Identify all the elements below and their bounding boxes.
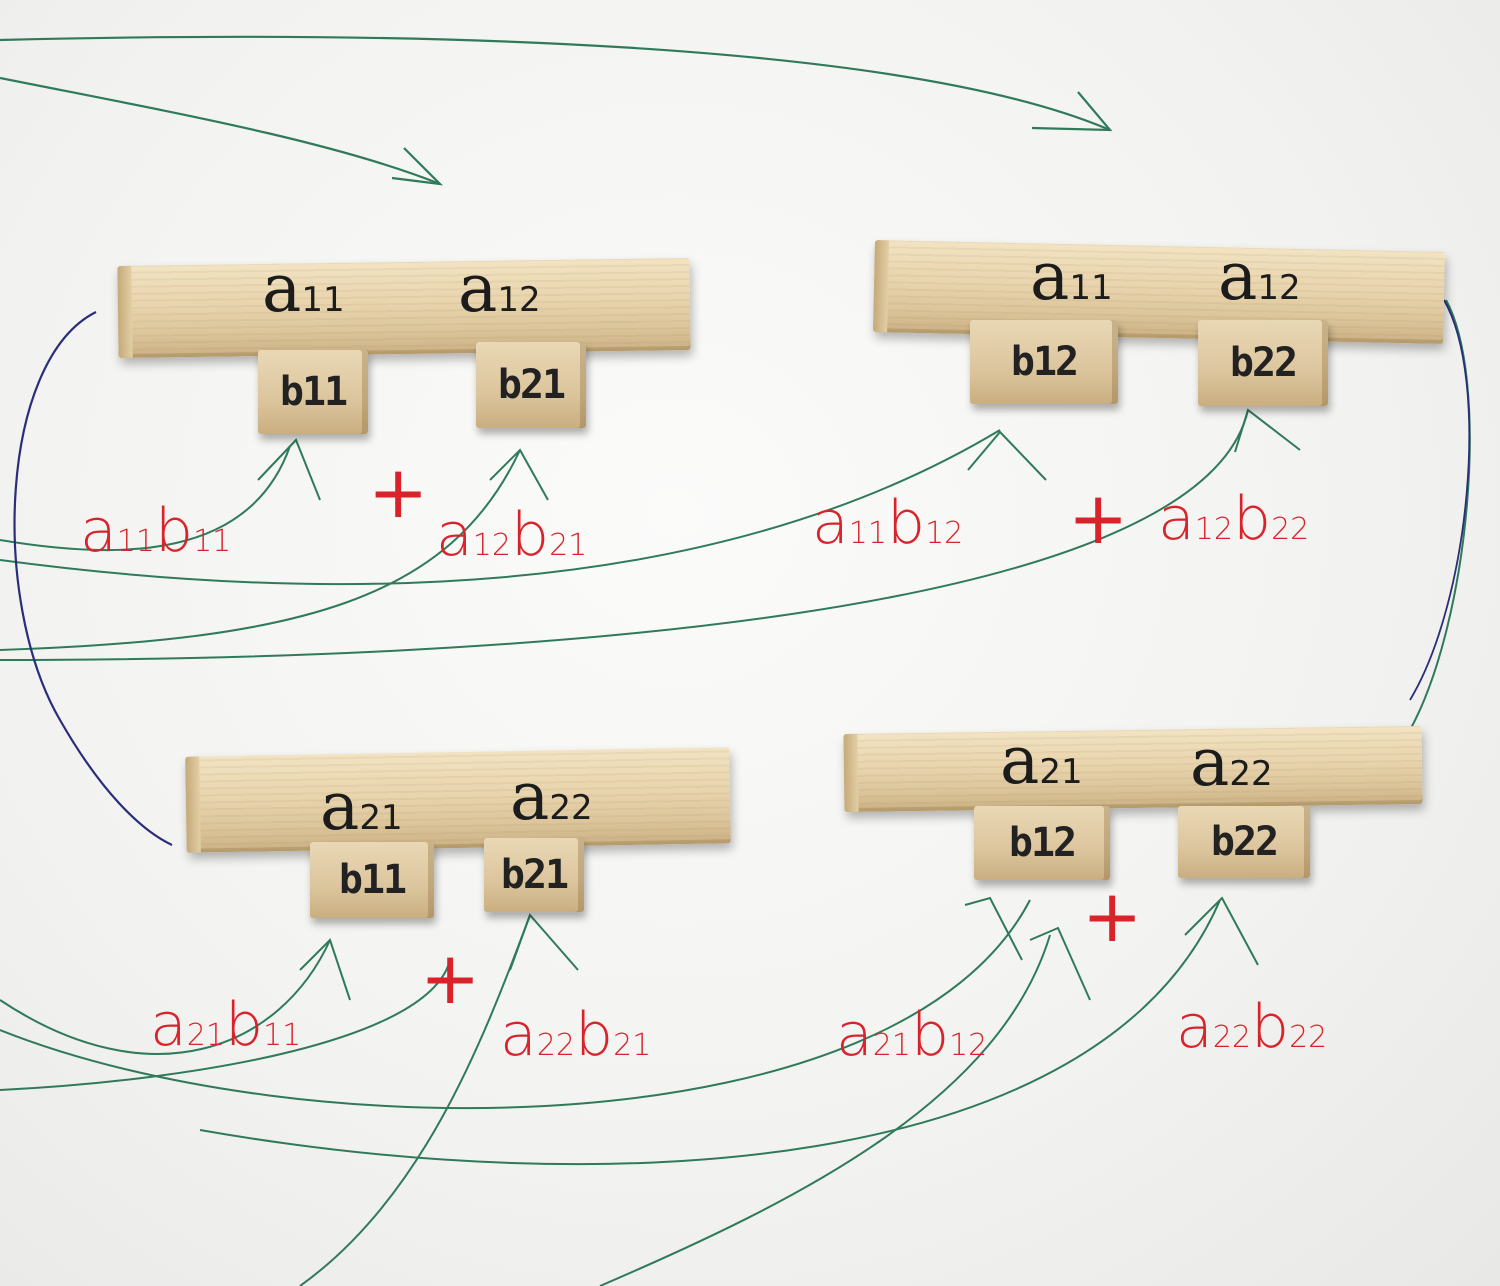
term-1-1: a11b11	[80, 496, 232, 566]
row-label-1-right: a12	[458, 250, 541, 327]
term-2-1: a11b12	[812, 488, 964, 558]
stick-bottom-left	[185, 747, 731, 853]
block-3-right: b21	[484, 838, 584, 912]
row-label-2-left: a11	[1030, 238, 1113, 315]
stick-top-left	[117, 258, 691, 358]
row-label-1-left: a11	[262, 250, 345, 327]
term-1-2: a12b21	[436, 500, 588, 570]
row-label-3-right: a22	[510, 758, 593, 835]
stick-bottom-right	[843, 725, 1423, 813]
block-2-left: b12	[970, 320, 1118, 404]
row-label-2-right: a12	[1218, 238, 1301, 315]
block-4-left: b12	[974, 806, 1110, 880]
plus-sign-1: +	[368, 450, 429, 534]
term-4-2: a22b22	[1176, 992, 1328, 1062]
plus-sign-2: +	[1068, 476, 1129, 560]
row-label-4-left: a21	[1000, 722, 1083, 799]
term-3-1: a21b11	[150, 990, 302, 1060]
term-3-2: a22b21	[500, 1000, 652, 1070]
term-2-2: a12b22	[1158, 484, 1310, 554]
plus-sign-3: +	[420, 936, 481, 1020]
term-4-1: a21b12	[836, 1000, 988, 1070]
block-1-left: b11	[258, 350, 368, 434]
block-3-left: b11	[310, 842, 434, 918]
block-2-right: b22	[1198, 320, 1328, 406]
block-4-right: b22	[1178, 806, 1310, 878]
row-label-4-right: a22	[1190, 724, 1273, 801]
block-1-right: b21	[476, 342, 586, 428]
row-label-3-left: a21	[320, 768, 403, 845]
plus-sign-4: +	[1082, 874, 1143, 958]
stick-top-right	[873, 240, 1445, 344]
